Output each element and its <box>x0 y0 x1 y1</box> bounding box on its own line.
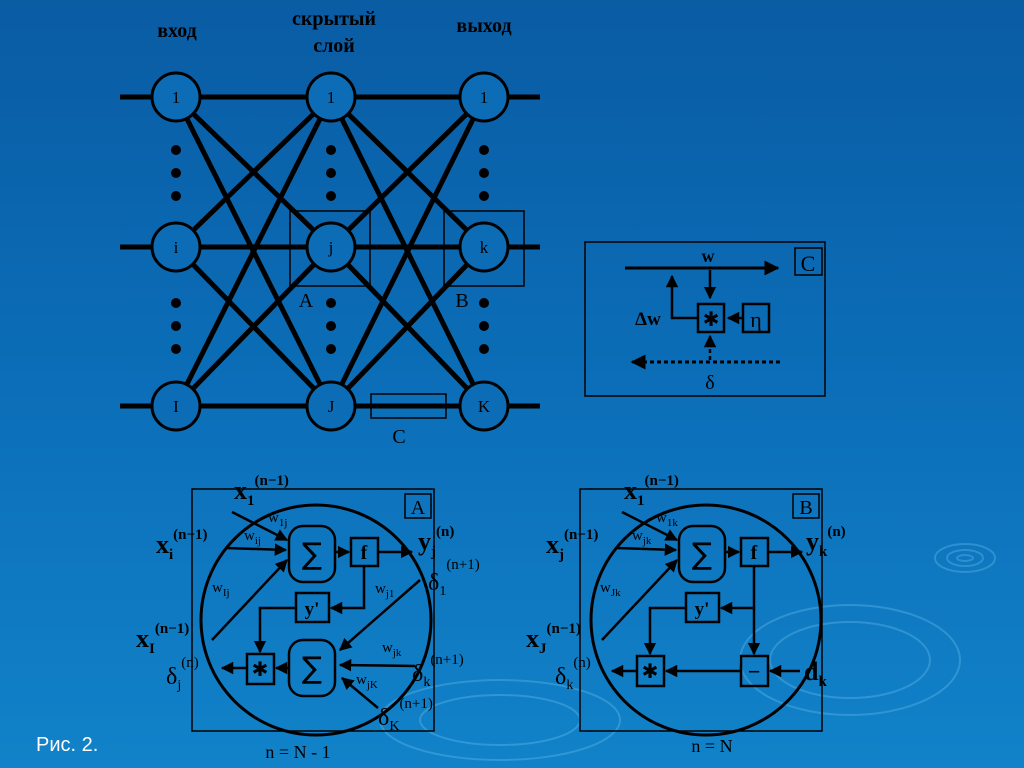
minus-symbol: − <box>748 659 761 684</box>
output-node-k <box>458 221 510 273</box>
hidden-node-1 <box>305 71 357 123</box>
ripple-decoration <box>379 543 996 761</box>
panel-b-n-label: n = N <box>691 736 732 756</box>
svg-text:wJk: wJk <box>600 580 621 599</box>
figure-caption: Рис. 2. <box>36 734 99 756</box>
svg-text:w1j: w1j <box>268 510 287 529</box>
box-b-label: B <box>455 290 468 312</box>
svg-text:xj(n−1): xj(n−1) <box>546 527 598 563</box>
panel-a <box>191 488 435 737</box>
box-a-label: A <box>299 290 314 312</box>
svg-text:f: f <box>361 542 368 564</box>
svg-text:yk(n): yk(n) <box>806 524 846 560</box>
ellipsis-dots <box>171 145 489 354</box>
network-connections <box>120 94 540 409</box>
input-node-label: I <box>173 397 179 416</box>
panel-c-eta: η <box>750 307 762 332</box>
svg-text:y': y' <box>695 599 710 620</box>
svg-text:δ1(n+1): δ1(n+1) <box>428 557 480 599</box>
panel-a-n-label: n = N - 1 <box>265 742 330 762</box>
input-node-i <box>150 221 202 273</box>
panel-c-dw: Δw <box>635 309 661 330</box>
column-header-input: вход <box>157 20 197 42</box>
input-node-label: 1 <box>172 88 181 107</box>
hidden-node-label: j <box>328 238 334 257</box>
svg-text:δj(n): δj(n) <box>166 655 199 693</box>
input-node-1 <box>150 71 202 123</box>
svg-text:x1(n−1): x1(n−1) <box>234 473 289 509</box>
panel-c: C w Δw ✱ η δ <box>584 241 826 397</box>
output-node-1 <box>458 71 510 123</box>
input-node-label: i <box>174 238 179 257</box>
svg-text:δK(n+1): δK(n+1) <box>378 696 433 734</box>
svg-text:δk(n): δk(n) <box>555 655 591 693</box>
output-node-label: k <box>480 238 489 257</box>
svg-text:yj(n): yj(n) <box>418 524 454 560</box>
svg-text:wjk: wjk <box>632 528 652 547</box>
svg-text:x1(n−1): x1(n−1) <box>624 473 679 509</box>
panel-a-labels: A ∑ ∑ f y' ✱ x1(n−1) xi(n−1) xI(n−1) w1j… <box>136 473 480 762</box>
svg-text:A: A <box>411 497 426 519</box>
svg-text:wjK: wjK <box>356 672 378 691</box>
hidden-node-label: J <box>328 397 335 416</box>
hidden-node-j <box>305 221 357 273</box>
svg-text:w1k: w1k <box>656 510 678 529</box>
input-node-I <box>150 380 202 432</box>
svg-text:wj1: wj1 <box>375 581 394 600</box>
svg-text:y': y' <box>305 599 320 620</box>
output-node-label: 1 <box>480 88 489 107</box>
output-node-K <box>458 380 510 432</box>
mult-symbol: ✱ <box>252 657 269 681</box>
svg-text:wij: wij <box>244 528 261 547</box>
svg-text:f: f <box>751 542 758 564</box>
svg-text:xI(n−1): xI(n−1) <box>136 621 189 657</box>
sum-symbol: ∑ <box>302 651 322 686</box>
svg-text:dk: dk <box>804 657 827 690</box>
svg-text:δk(n+1): δk(n+1) <box>412 652 464 690</box>
panel-c-mult: ✱ <box>703 307 720 331</box>
panel-b-labels: B ∑ f y' ✱ − x1(n−1) xj(n−1) xJ(n−1) w1k… <box>526 473 846 756</box>
hidden-node-label: 1 <box>327 88 336 107</box>
column-header-hidden: скрытый <box>292 8 376 30</box>
mult-symbol: ✱ <box>642 659 659 683</box>
column-header-hidden: слой <box>313 35 355 57</box>
svg-text:xi(n−1): xi(n−1) <box>156 527 208 563</box>
network-nodes <box>150 71 510 432</box>
hidden-node-J <box>305 380 357 432</box>
column-header-output: выход <box>456 15 511 37</box>
panel-b <box>579 488 823 737</box>
sum-symbol: ∑ <box>302 537 322 572</box>
panel-c-delta: δ <box>705 372 714 394</box>
svg-text:B: B <box>799 497 812 519</box>
highlight-boxes <box>289 210 525 419</box>
panel-c-w: w <box>702 246 715 266</box>
box-c-label: C <box>392 426 405 448</box>
svg-text:xJ(n−1): xJ(n−1) <box>526 621 581 657</box>
output-node-label: K <box>478 397 491 416</box>
svg-text:wjk: wjk <box>382 640 402 659</box>
panel-c-letter: C <box>801 251 816 276</box>
sum-symbol: ∑ <box>692 537 712 572</box>
svg-text:wIj: wIj <box>212 580 230 599</box>
